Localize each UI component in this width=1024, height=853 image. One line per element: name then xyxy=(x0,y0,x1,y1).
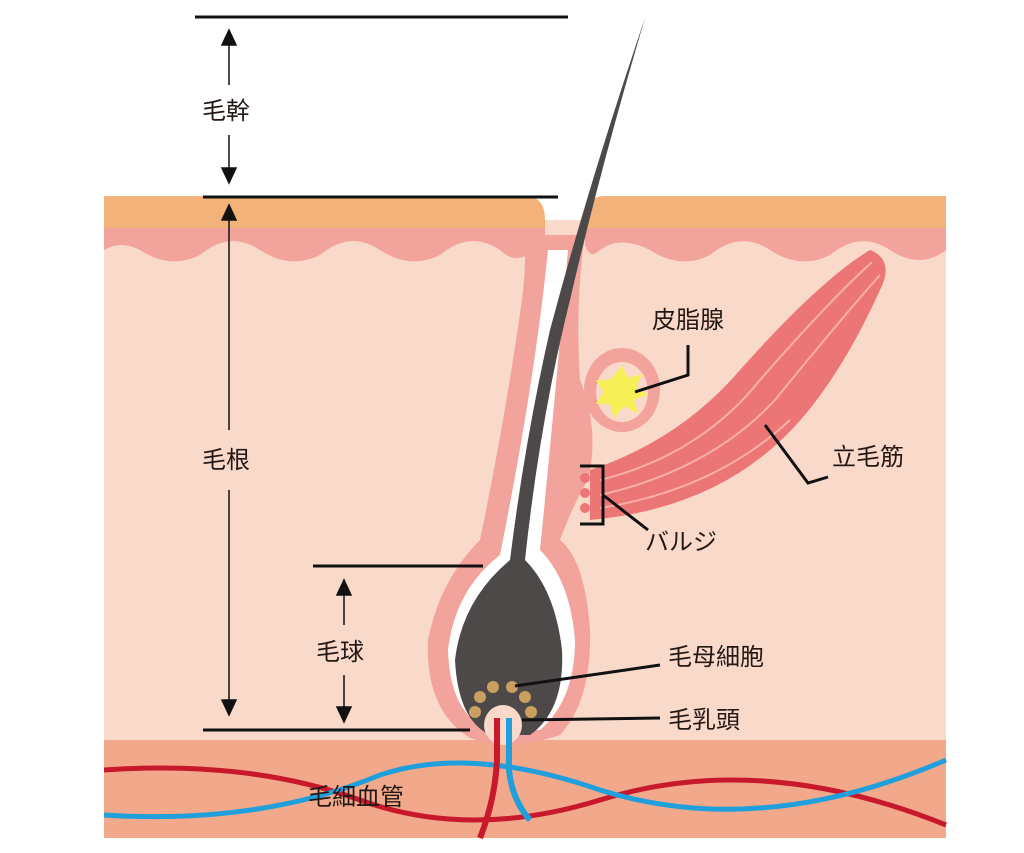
arrector-pili-muscle xyxy=(590,250,886,520)
vein-branch xyxy=(506,718,533,823)
bulge-cell xyxy=(580,503,590,513)
label-hair-bulb: 毛球 xyxy=(316,638,364,666)
label-dermal-papilla: 毛乳頭 xyxy=(668,706,740,734)
label-hair-root: 毛根 xyxy=(202,446,250,474)
label-capillaries: 毛細血管 xyxy=(308,783,404,811)
epidermis-right xyxy=(585,196,946,228)
hair-matrix-cells xyxy=(469,681,537,718)
sebum-icon xyxy=(596,366,648,418)
bulge-cell xyxy=(580,473,590,483)
pink-layer-left xyxy=(104,220,545,262)
subcutaneous-layer xyxy=(104,740,946,838)
epidermis-left xyxy=(104,196,545,228)
dermal-papilla xyxy=(484,705,522,745)
measure-lines xyxy=(195,15,568,732)
muscle-fibers xyxy=(599,261,881,509)
bulge-cell xyxy=(580,488,590,498)
pink-layer-right xyxy=(585,220,946,262)
label-hair-matrix-cells: 毛母細胞 xyxy=(668,643,764,671)
label-arrector-pili: 立毛筋 xyxy=(832,443,904,471)
artery-branch xyxy=(477,718,500,840)
vein xyxy=(103,757,947,820)
label-hair-shaft: 毛幹 xyxy=(202,97,250,125)
artery xyxy=(103,765,947,828)
label-bulge: バルジ xyxy=(645,528,717,556)
arrows xyxy=(220,28,353,724)
leader-lines xyxy=(514,345,829,722)
label-sebaceous-gland: 皮脂腺 xyxy=(652,306,724,334)
hair-shaft xyxy=(455,18,645,735)
